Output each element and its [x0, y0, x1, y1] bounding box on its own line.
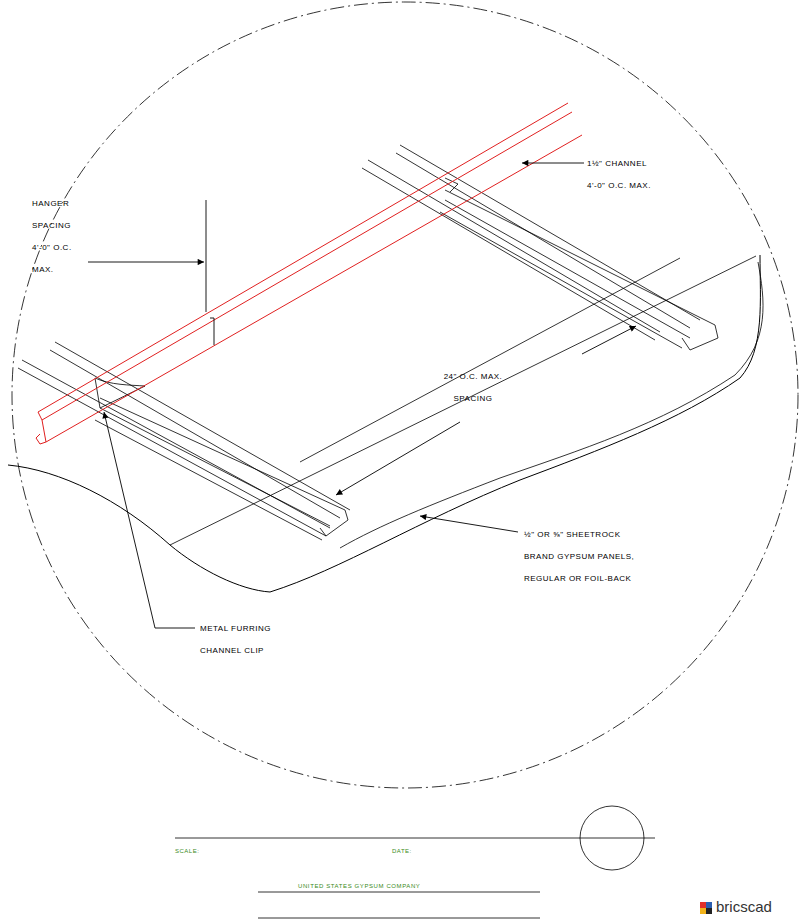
spacing-note: 24" O.C. MAX. SPACING	[438, 366, 508, 410]
hanger-spacing-note: HANGER SPACING 4'-0" O.C. MAX.	[32, 193, 90, 281]
clip-note: METAL FURRING CHANNEL CLIP	[200, 618, 276, 662]
panel-note: ½" OR ⅝" SHEETROCK BRAND GYPSUM PANELS, …	[524, 524, 640, 590]
watermark: bricscad	[716, 898, 796, 916]
date-field: DATE:	[392, 845, 452, 857]
company-name: UNITED STATES GYPSUM COMPANY	[298, 880, 518, 892]
channel-note: 1½" CHANNEL 4'-0" O.C. MAX.	[587, 153, 661, 197]
scale-field: SCALE:	[175, 845, 235, 857]
